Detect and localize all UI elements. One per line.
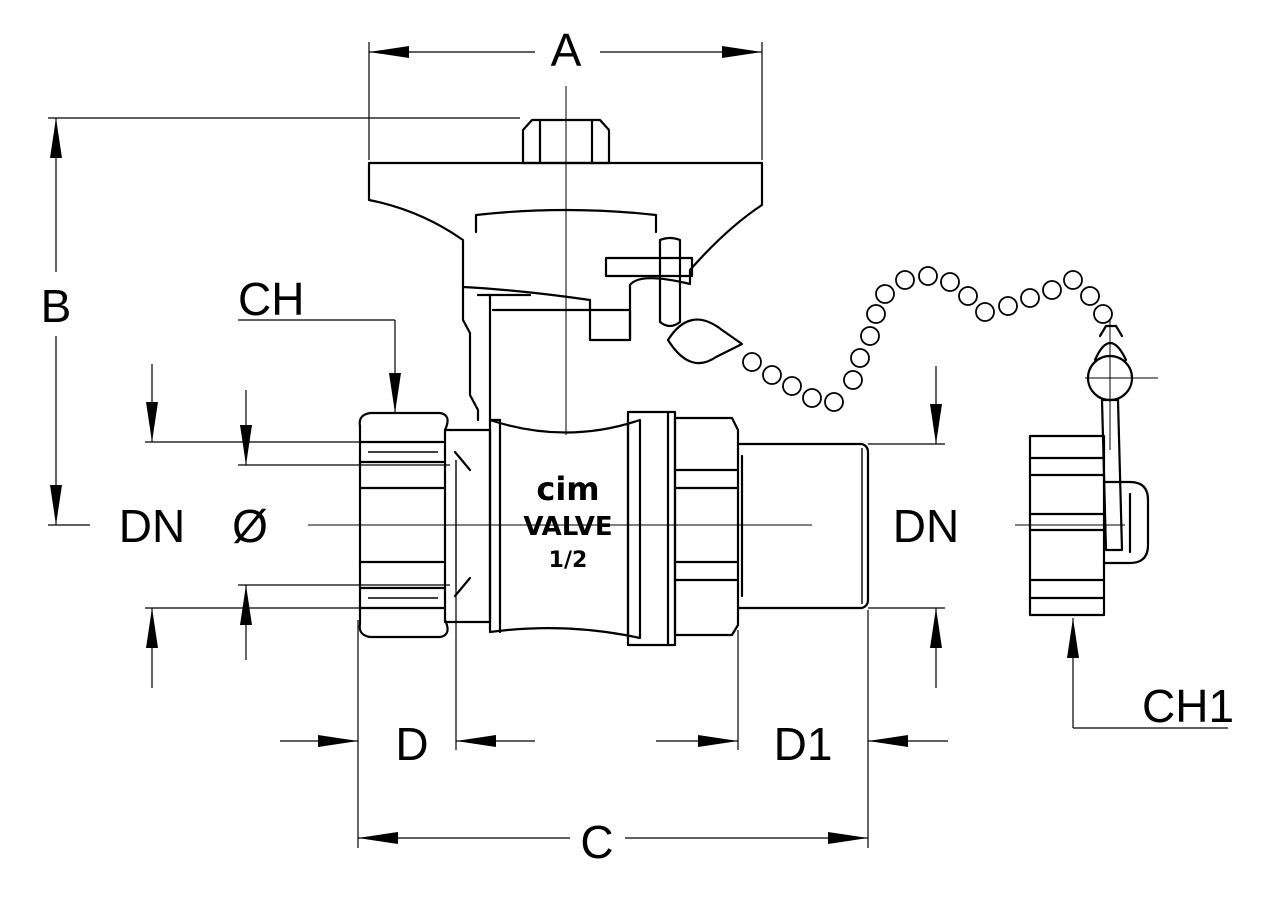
dimension-d [280, 590, 535, 848]
dimension-dn-left [145, 364, 360, 688]
dimension-ch1 [1067, 618, 1228, 729]
cap-tab [1086, 324, 1134, 552]
left-hex-nut [358, 411, 449, 639]
dimension-a [368, 42, 763, 160]
label-dn-right: DN [893, 500, 959, 552]
male-end [736, 442, 870, 610]
dimension-c [358, 832, 868, 844]
dimension-dn-right [868, 366, 945, 688]
size-marking: 1/2 [549, 548, 588, 573]
valve-body: cim VALVE 1/2 [488, 418, 642, 640]
label-ch: CH [238, 273, 304, 325]
label-b: B [41, 280, 72, 332]
center-lines [308, 86, 1158, 526]
label-ch1: CH1 [1142, 680, 1234, 732]
cap-nut [1028, 434, 1150, 617]
dimension-b [48, 117, 520, 526]
brand-marking: cim [536, 470, 599, 508]
label-dn-left: DN [119, 500, 185, 552]
label-a: A [551, 24, 582, 76]
label-d1: D1 [774, 718, 833, 770]
left-neck [443, 418, 502, 624]
bead-chain [742, 266, 1113, 412]
handle [367, 118, 764, 422]
label-diameter: Ø [232, 500, 268, 552]
model-marking: VALVE [523, 512, 612, 542]
label-c: C [580, 816, 613, 868]
dimension-d1 [656, 610, 948, 848]
dimension-diameter [238, 390, 450, 660]
dimension-ch [238, 319, 401, 413]
right-hex-nut [626, 410, 740, 647]
label-d: D [395, 718, 428, 770]
